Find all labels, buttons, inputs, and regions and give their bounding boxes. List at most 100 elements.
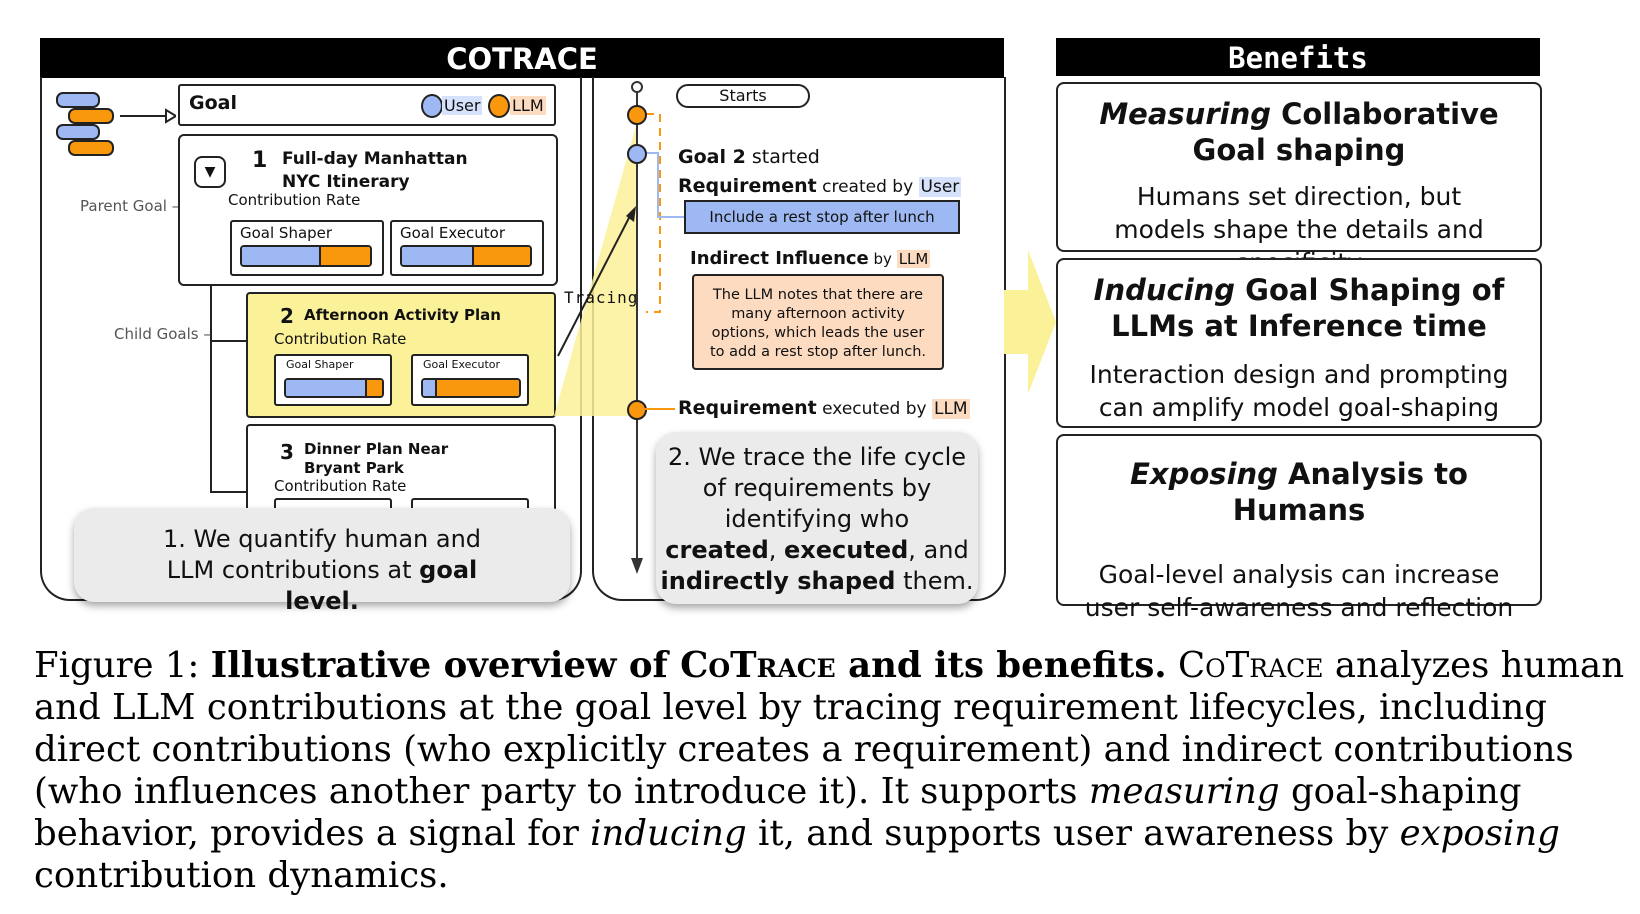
benefit-inducing-text: Interaction design and prompting can amp… — [1089, 360, 1509, 422]
callout1-text: 1. We quantify human and LLM contributio… — [162, 525, 482, 584]
callout2-line3: identifying who — [724, 505, 910, 533]
goal-started-bold: Goal 2 — [678, 146, 746, 168]
caption-bold-name: CoTrace — [680, 645, 836, 686]
goal-card-2[interactable]: 2 Afternoon Activity Plan Contribution R… — [246, 292, 556, 418]
user-legend-dot-icon — [421, 94, 443, 118]
cotrace-header-text: COTRACE — [446, 42, 598, 76]
tree-connector-branch — [210, 340, 248, 342]
parent-goal-label: Parent Goal – — [80, 197, 180, 215]
starts-label: Starts — [719, 86, 767, 105]
benefits-header: Benefits — [1056, 38, 1540, 76]
goal-card-3[interactable]: 3 Dinner Plan Near Bryant Park Contribut… — [246, 424, 556, 520]
executed-connector — [645, 408, 675, 410]
goal-3-title-line2: Bryant Park — [304, 459, 404, 477]
goal-1-executor-label: Goal Executor — [400, 224, 506, 242]
collapse-toggle-icon[interactable]: ▼ — [194, 156, 226, 188]
timeline-start-dot — [631, 81, 643, 93]
caption-prefix: Figure 1: — [34, 645, 211, 686]
benefit-exposing: Exposing Analysis to Humans Goal-level a… — [1056, 434, 1542, 622]
goal-1-title-line2: NYC Itinerary — [282, 172, 410, 192]
indirect-actor: LLM — [896, 250, 931, 268]
tracing-label: Tracing — [564, 288, 639, 307]
benefit-exposing-rest: Analysis to Humans — [1232, 457, 1468, 527]
influence-bracket — [646, 113, 661, 313]
llm-legend-label: LLM — [510, 96, 546, 115]
caption-em-1: measuring — [1088, 771, 1280, 812]
timeline-dot-user — [627, 144, 647, 164]
tree-connector — [210, 283, 212, 493]
callout-goal-level: 1. We quantify human and LLM contributio… — [74, 508, 570, 615]
goal-2-shaper-bar — [284, 378, 384, 398]
requirement-bracket — [644, 152, 684, 218]
goal-started-rest: started — [745, 146, 820, 168]
benefits-header-text: Benefits — [1228, 41, 1368, 75]
req-created-bold: Requirement — [678, 175, 817, 197]
goal-2-executor-bar — [421, 378, 521, 398]
goal-card-1[interactable]: ▼ 1 Full-day Manhattan NYC Itinerary Con… — [178, 134, 558, 286]
benefit-measuring-em: Measuring — [1099, 97, 1271, 131]
callout1-bold: goal level. — [285, 556, 478, 615]
goal-2-executor-box: Goal Executor — [411, 354, 529, 406]
goal-1-number: 1 — [252, 148, 268, 173]
callout2-sep3: them. — [895, 567, 974, 595]
caption-em-2: inducing — [590, 813, 747, 854]
caption-text-1: analyzes human and LLM contributions at … — [34, 645, 1625, 812]
goal-label: Goal — [189, 92, 237, 114]
goal-2-contribution-label: Contribution Rate — [274, 330, 407, 348]
user-legend-label: User — [442, 96, 483, 115]
indirect-bold: Indirect Influence — [690, 248, 869, 269]
benefit-exposing-title: Exposing Analysis to Humans — [1058, 436, 1540, 528]
caption-em-3: exposing — [1399, 813, 1560, 854]
goal-2-shaper-box: Goal Shaper — [274, 354, 392, 406]
goal-1-shaper-bar — [240, 245, 372, 267]
goal-stack-icon — [54, 92, 116, 156]
callout2-created: created — [665, 536, 769, 564]
callout2-sep1: , — [768, 536, 785, 564]
benefit-measuring-rest: Collaborative Goal shaping — [1192, 97, 1499, 167]
goal-started-event: Goal 2 started — [678, 146, 820, 168]
goal-1-executor-box: Goal Executor — [390, 220, 544, 276]
callout2-line2: of requirements by — [702, 474, 932, 502]
callout-lifecycle: 2. We trace the life cycle of requiremen… — [656, 432, 978, 604]
goal-legend-box: Goal User LLM — [178, 84, 556, 126]
req-created-actor: User — [918, 177, 962, 197]
llm-legend-dot-icon — [488, 94, 510, 118]
benefit-measuring: Measuring Collaborative Goal shaping Hum… — [1056, 82, 1542, 277]
timeline-line — [636, 92, 638, 562]
timeline-dot-executed — [627, 400, 647, 420]
callout2-line1: 2. We trace the life cycle — [667, 443, 967, 471]
callout2-sep2: , and — [908, 536, 969, 564]
goal-3-number: 3 — [280, 440, 294, 464]
goal-3-title-line1: Dinner Plan Near — [304, 440, 449, 458]
caption-bold-a: Illustrative overview of — [210, 645, 681, 686]
benefits-arrow-icon — [1004, 250, 1056, 394]
indirect-rest: by — [868, 250, 897, 268]
child-goals-label: Child Goals – — [114, 325, 211, 343]
requirement-executed-event: Requirement executed by LLM — [678, 397, 970, 419]
indirect-influence-event: Indirect Influence by LLM — [690, 248, 931, 269]
callout2-indirect: indirectly shaped — [660, 567, 896, 595]
indirect-influence-box: The LLM notes that there are many aftern… — [692, 274, 944, 370]
goal-2-number: 2 — [280, 304, 294, 328]
benefit-measuring-title: Measuring Collaborative Goal shaping — [1058, 84, 1540, 168]
benefit-measuring-text: Humans set direction, but models shape t… — [1114, 182, 1484, 277]
stack-arrow-icon — [120, 108, 176, 124]
caption-text-3: it, and supports user awareness by — [746, 813, 1400, 854]
goal-2-shaper-label: Goal Shaper — [286, 358, 354, 371]
indirect-text: The LLM notes that there are many aftern… — [710, 287, 926, 360]
benefit-inducing-title: Inducing Goal Shaping of LLMs at Inferen… — [1058, 260, 1540, 344]
benefit-exposing-em: Exposing — [1130, 457, 1278, 491]
requirement-created-event: Requirement created by User — [678, 175, 962, 197]
req-executed-actor: LLM — [931, 399, 970, 419]
tracing-connector — [554, 126, 636, 416]
caption-text-2: goal-shaping behavior, provides a signal… — [34, 771, 1522, 854]
requirement-text-box: Include a rest stop after lunch — [684, 200, 960, 234]
goal-2-executor-label: Goal Executor — [423, 358, 501, 371]
caption-name: CoTrace — [1177, 645, 1324, 686]
requirement-text: Include a rest stop after lunch — [709, 208, 935, 226]
goal-1-executor-bar — [400, 245, 532, 267]
figure-caption: Figure 1: Illustrative overview of CoTra… — [34, 645, 1634, 897]
req-created-rest: created by — [816, 177, 919, 197]
caption-bold-b: and its benefits. — [835, 645, 1167, 686]
benefit-inducing-rest: Goal Shaping of LLMs at Inference time — [1111, 273, 1505, 343]
